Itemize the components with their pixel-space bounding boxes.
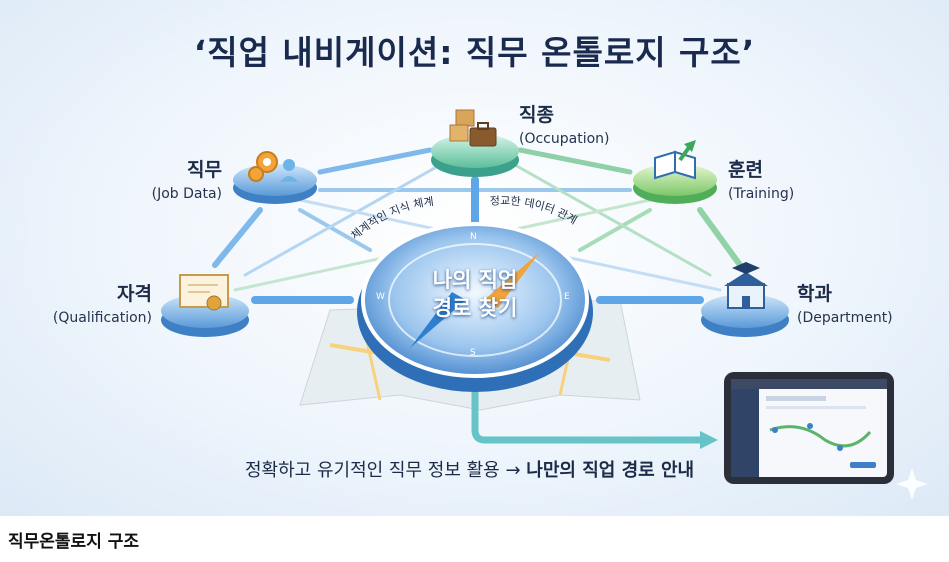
node-occupation-en: (Occupation) <box>519 131 610 147</box>
node-qualification-label: 자격 (Qualification) <box>40 279 152 326</box>
node-occupation-label: 직종 (Occupation) <box>519 100 610 147</box>
compass-south-mark: S <box>470 348 476 358</box>
arrow-job-qualification <box>212 207 263 268</box>
sparkle-icon <box>896 468 928 500</box>
school-graduation-icon <box>724 262 768 309</box>
arrow-training-compass <box>578 208 652 252</box>
compass-label-line2: 경로 찾기 <box>432 296 518 320</box>
diagram-title: ‘직업 내비게이션: 직무 온톨로지 구조’ <box>193 33 756 72</box>
arrow-training-department <box>697 207 743 268</box>
gear-person-icon <box>248 151 298 182</box>
node-training-en: (Training) <box>728 186 795 202</box>
node-job-data-en: (Job Data) <box>151 186 222 202</box>
node-occupation-disc <box>431 134 519 177</box>
compass-label-line1: 나의 직업 <box>432 268 518 292</box>
arrow-job-occupation <box>317 147 433 175</box>
arrow-qualification-occupation <box>243 163 442 277</box>
compass-west-mark: W <box>376 292 385 302</box>
arc-label-right: 정교한 데이터 관계 <box>490 194 580 227</box>
bottom-message-bold: 나만의 직업 경로 안내 <box>526 460 695 481</box>
arrow-occupation-training <box>517 147 633 175</box>
bottom-message-normal: 정확하고 유기적인 직무 정보 활용 → <box>245 460 527 481</box>
node-job-data-disc <box>233 164 317 204</box>
compass-needle-south <box>410 292 466 348</box>
arrow-job-compass <box>298 208 372 252</box>
node-training-label: 훈련 (Training) <box>728 155 794 202</box>
node-department-disc <box>701 294 789 337</box>
figure-caption: 직무온톨로지 구조 <box>8 532 140 552</box>
arrow-department-occupation <box>513 163 712 277</box>
arrow-compass-tablet-head <box>700 431 718 449</box>
node-job-data-label: 직무 (Job Data) <box>120 155 222 202</box>
compass-label: 나의 직업 경로 찾기 <box>395 266 555 322</box>
node-department-label: 학과 (Department) <box>797 279 893 326</box>
compass-needle-north <box>484 252 540 308</box>
arrow-compass-tablet <box>471 386 704 444</box>
node-qualification-ko: 자격 <box>117 283 152 305</box>
compass-east-mark: E <box>564 292 570 302</box>
node-occupation-ko: 직종 <box>519 104 554 126</box>
node-department-en: (Department) <box>797 310 893 326</box>
node-job-data-ko: 직무 <box>187 159 222 181</box>
book-arrow-icon <box>654 140 696 180</box>
node-department-ko: 학과 <box>797 283 832 305</box>
bottom-message: 정확하고 유기적인 직무 정보 활용 → 나만의 직업 경로 안내 <box>245 456 694 482</box>
boxes-briefcase-icon <box>449 109 497 147</box>
node-training-ko: 훈련 <box>728 159 763 181</box>
diagram-graphics: 체계적인 지식 체계 정교한 데이터 관계 <box>161 109 928 500</box>
compass-north-mark: N <box>470 232 477 242</box>
compass <box>357 222 593 392</box>
certificate-icon <box>179 274 229 311</box>
node-qualification-en: (Qualification) <box>52 310 152 326</box>
diagram-panel: 체계적인 지식 체계 정교한 데이터 관계 ‘직업 내비게이션: 직무 온톨로지… <box>0 0 949 516</box>
tablet-device <box>724 372 894 484</box>
